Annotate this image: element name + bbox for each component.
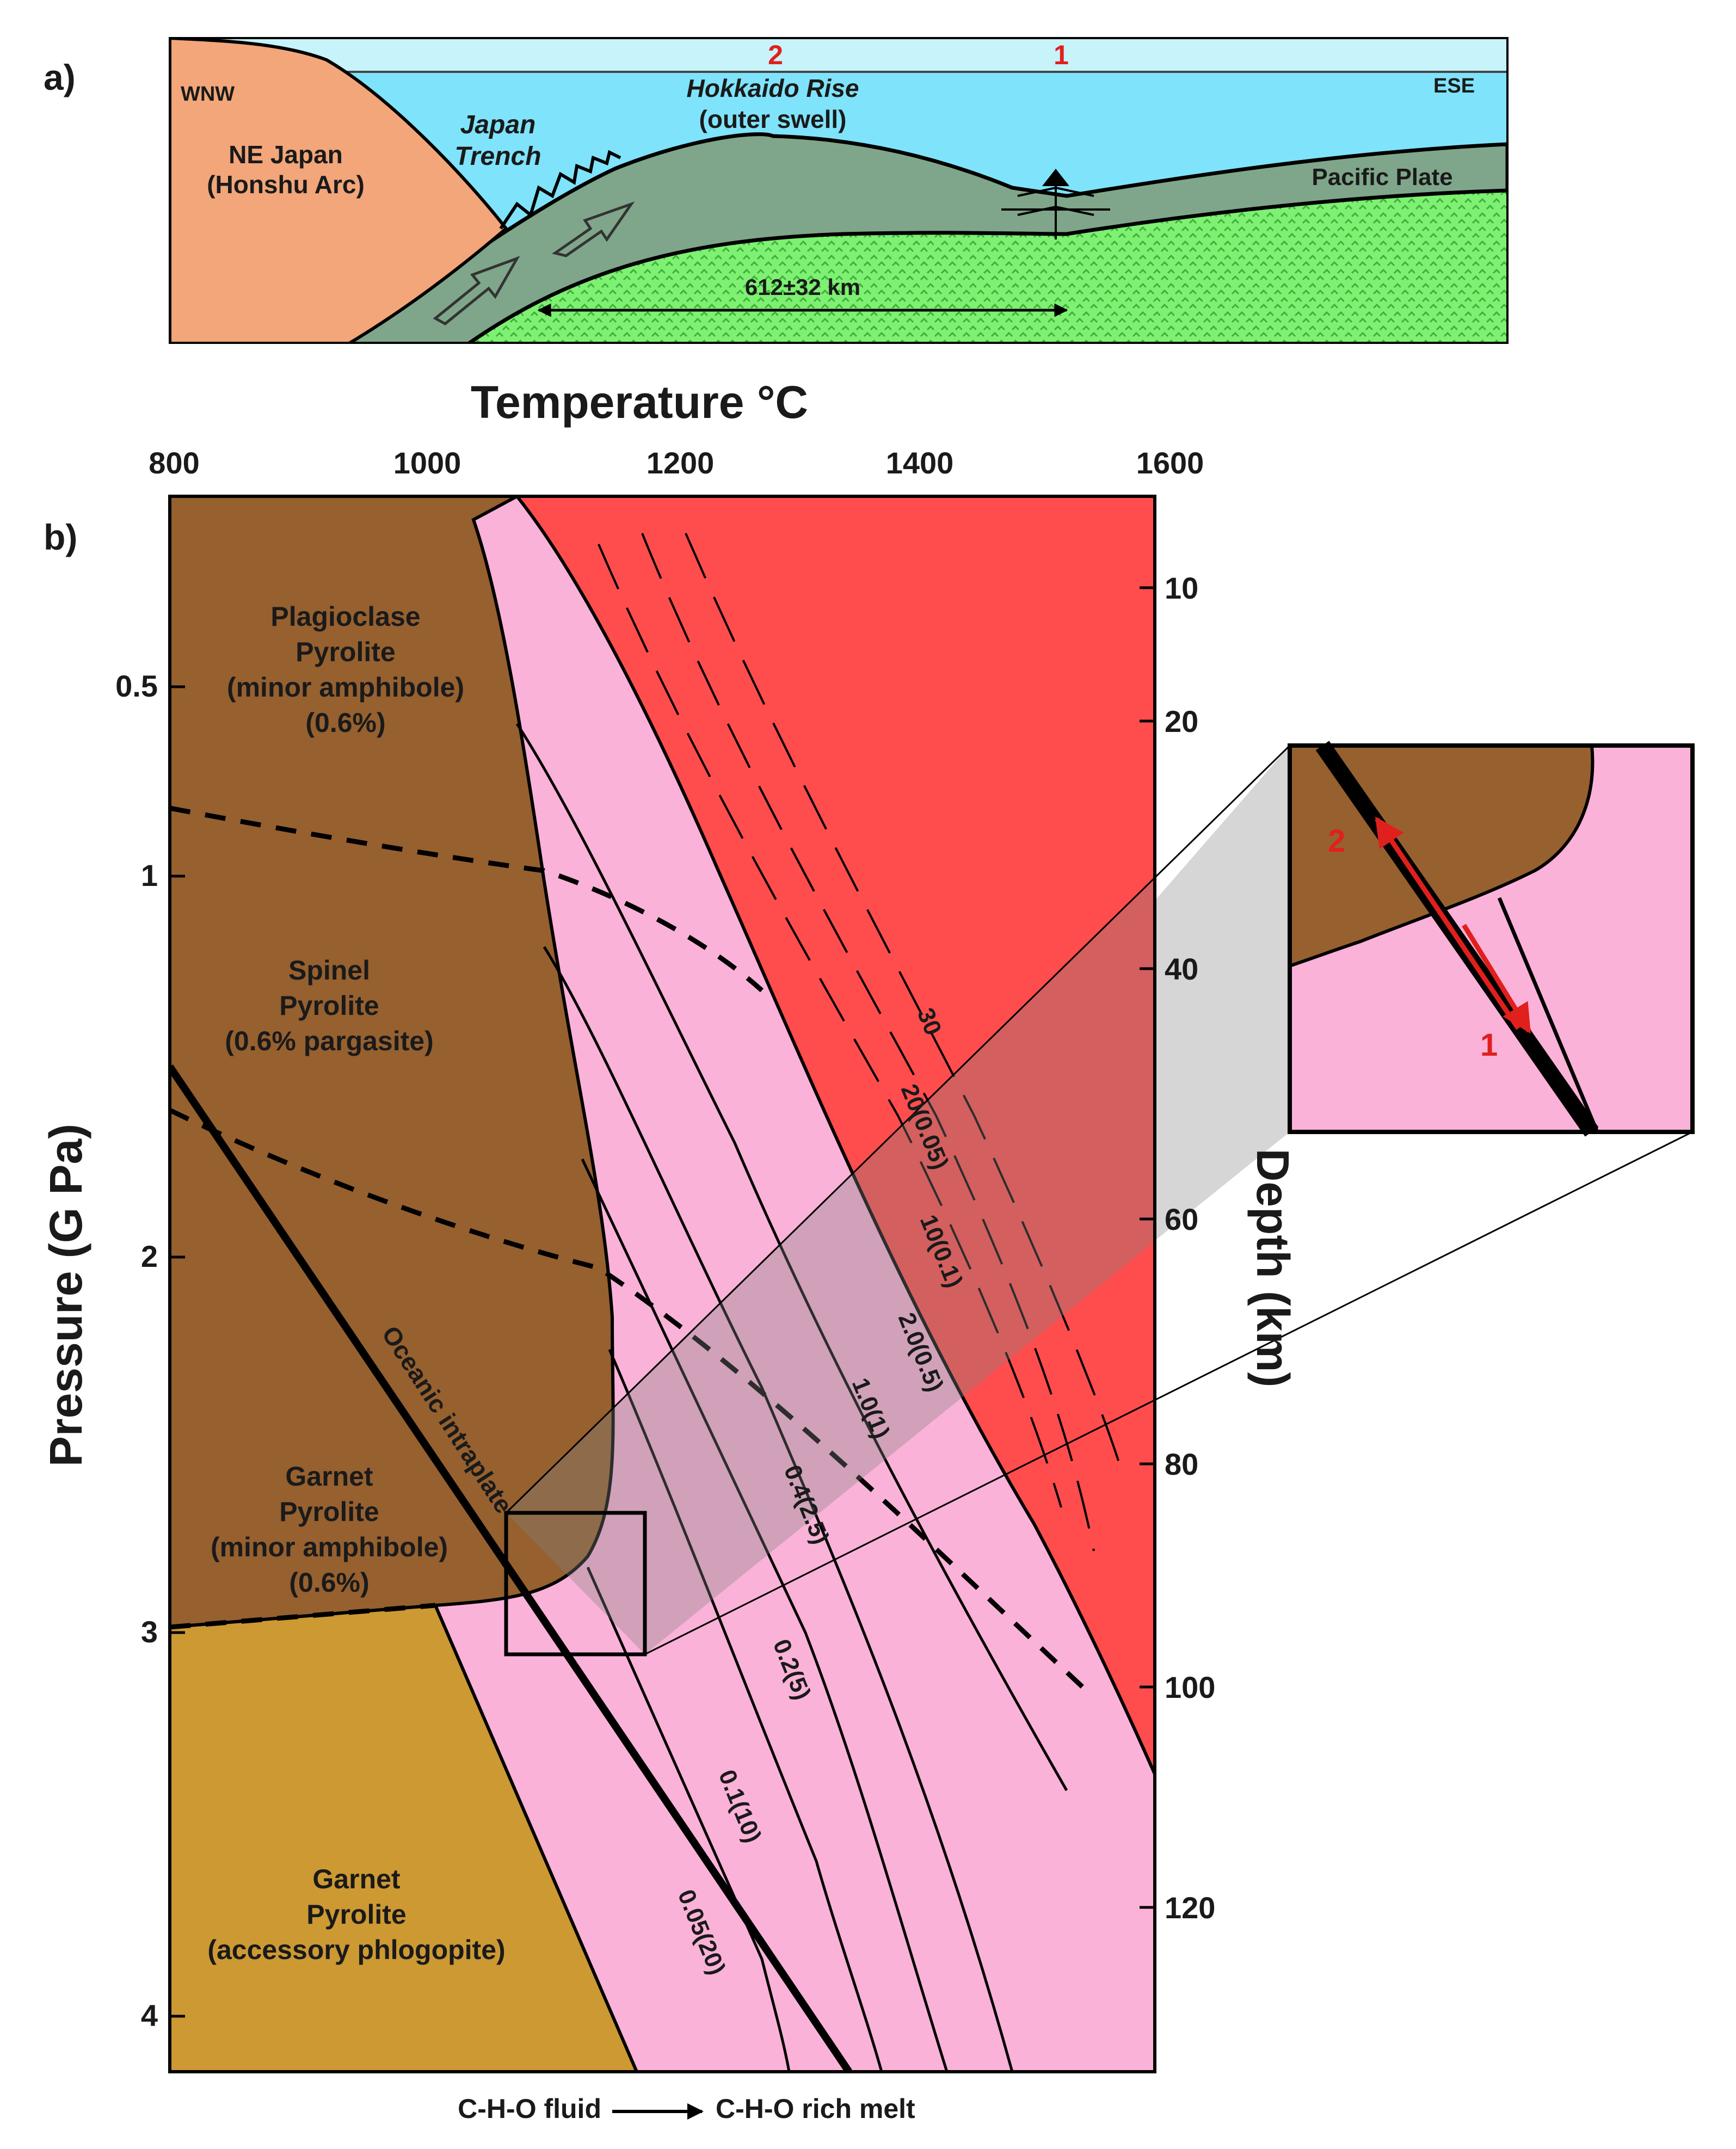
y-axis-title: Pressure (G Pa) (40, 1124, 91, 1467)
x-tick-800: 800 (149, 446, 199, 480)
spinel-label-2: Pyrolite (279, 990, 379, 1021)
x-tick-1000: 1000 (393, 446, 461, 480)
arc-label-2: (Honshu Arc) (207, 170, 365, 199)
bottom-left-label: C-H-O fluid (458, 2093, 601, 2124)
inset-site-1: 1 (1480, 1027, 1498, 1063)
trench-label-2: Trench (454, 142, 541, 171)
wnw-label: WNW (181, 83, 235, 106)
y2-tick-20: 20 (1165, 704, 1198, 738)
y-tick-3: 3 (141, 1615, 158, 1649)
inset-solidus-branch (1497, 897, 1599, 1133)
garnet-amph-label-3: (minor amphibole) (211, 1532, 448, 1562)
pacific-plate-label: Pacific Plate (1312, 164, 1452, 190)
y-tick-4: 4 (141, 1998, 158, 2033)
spinel-label-3: (0.6% pargasite) (225, 1026, 433, 1056)
slab-motion-arrow-upper (552, 201, 635, 257)
garnet-amph-label-1: Garnet (285, 1461, 373, 1492)
spinel-label-1: Spinel (288, 955, 370, 986)
site-2-marker: 2 (768, 40, 783, 70)
y-tick-2: 2 (141, 1239, 158, 1273)
y2-tick-80: 80 (1165, 1447, 1198, 1481)
phlogopite-field (170, 1603, 639, 2072)
y2-tick-40: 40 (1165, 952, 1198, 986)
field-labels: Plagioclase Pyrolite (minor amphibole) (… (207, 601, 505, 1965)
y2-tick-10: 10 (1165, 571, 1198, 605)
zoom-line-top (505, 744, 1291, 1514)
garnet-amph-label-4: (0.6%) (289, 1567, 369, 1598)
dashed-isopleth-c (685, 533, 1122, 1470)
flexure-arrows (1001, 186, 1110, 216)
garnet-phlog-label-3: (accessory phlogopite) (207, 1935, 505, 1965)
trench-normal-faults (499, 150, 621, 230)
inset-arrow-down (1462, 923, 1531, 1034)
amph-phlog-boundary (170, 1603, 436, 1630)
y-tick-0.5: 0.5 (115, 669, 158, 703)
arc-label-1: NE Japan (229, 140, 343, 169)
plag-spinel-boundary (170, 805, 764, 993)
y2-tick-120: 120 (1165, 1891, 1215, 1925)
dashed-boundaries (170, 805, 1091, 1695)
inset-frame (1288, 743, 1695, 1134)
garnet-amph-label-2: Pyrolite (279, 1497, 379, 1527)
zoom-projection-outer (1155, 746, 1290, 1241)
y-tick-1: 1 (141, 858, 158, 892)
garnet-phlog-label-1: Garnet (312, 1864, 401, 1894)
spinel-garnet-boundary (170, 1107, 1091, 1695)
garnet-phlog-label-2: Pyrolite (306, 1899, 406, 1930)
subsolidus-field-brown (170, 496, 615, 1629)
panel-a-label: a) (44, 57, 76, 97)
plag-label-3: (minor amphibole) (227, 672, 464, 703)
dashed-isopleth-a (598, 544, 1062, 1508)
oceanic-intraplate-geotherm (170, 1064, 852, 2072)
trench-label-1: Japan (460, 110, 536, 139)
zoom-projection (506, 877, 1155, 1654)
x-tick-1400: 1400 (886, 446, 954, 480)
x-axis-title: Temperature °C (471, 377, 808, 428)
panel-b-frame (168, 495, 1156, 2073)
inset-site-2: 2 (1328, 823, 1345, 859)
isopleth-0.2 (608, 1349, 883, 2072)
y-tick-marks (170, 586, 1155, 2018)
panel-b-label: b) (44, 517, 77, 557)
site-1-marker: 1 (1054, 40, 1069, 70)
slab-motion-arrow-lower (433, 256, 520, 326)
plag-label-1: Plagioclase (270, 601, 420, 632)
zoom-inset: 2 1 (1288, 741, 1695, 1137)
x-tick-1600: 1600 (1136, 446, 1204, 480)
zoom-box (504, 1511, 647, 1657)
ne-japan-honshu-arc (170, 38, 509, 343)
zoom-line-bottom (644, 1131, 1693, 1655)
bottom-right-label: C-H-O rich melt (716, 2093, 915, 2124)
isopleth-1.0 (543, 946, 1014, 2072)
plag-label-2: Pyrolite (296, 637, 395, 667)
isopleth-2.0 (515, 723, 1068, 1791)
panel-b-phase-diagram: b) Temperature °C 800 1000 1200 1400 160… (40, 377, 1695, 2124)
ese-label: ESE (1433, 75, 1475, 97)
rise-label-1: Hokkaido Rise (687, 74, 859, 102)
panel-a-frame (169, 37, 1509, 344)
plag-label-4: (0.6%) (305, 707, 385, 738)
petit-spot-volcano-icon (1042, 169, 1069, 186)
x-tick-1200: 1200 (647, 446, 715, 480)
dashed-isopleths (598, 533, 1122, 1551)
isopleth-0.1 (586, 1566, 791, 2072)
y2-tick-60: 60 (1165, 1202, 1198, 1236)
y2-tick-100: 100 (1165, 1670, 1215, 1704)
panel-a-cross-section: a) WNW ESE NE Japan (Honshu A (44, 37, 1509, 344)
pacific-plate-slab (341, 132, 1507, 343)
inset-arrow-up (1375, 816, 1520, 1030)
distance-label: 612±32 km (745, 274, 860, 300)
rise-label-2: (outer swell) (699, 105, 847, 133)
y2-axis-title: Depth (km) (1247, 1149, 1298, 1388)
